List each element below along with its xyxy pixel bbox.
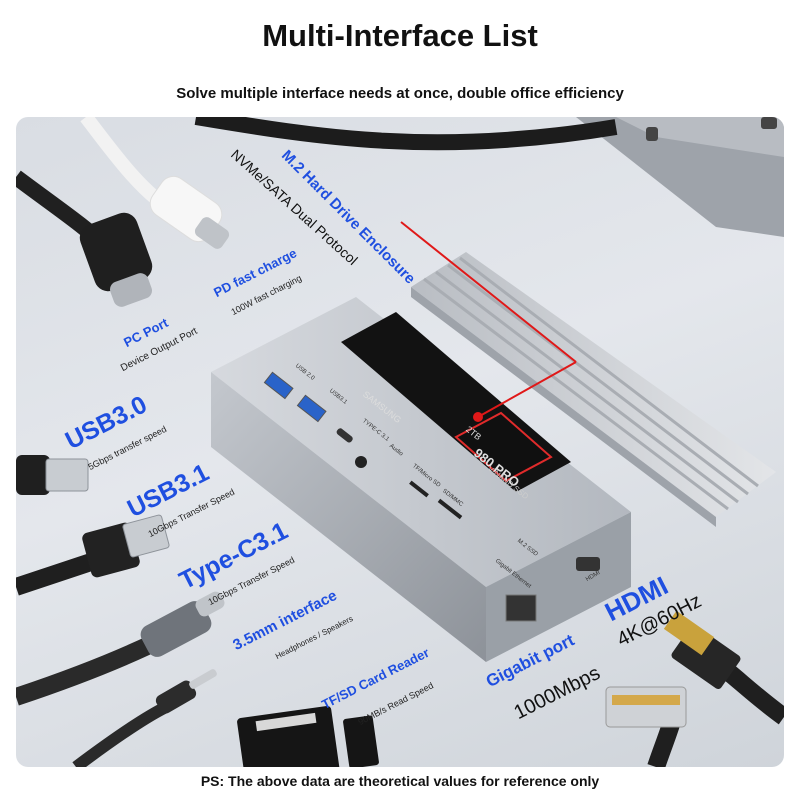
white-usbc-cable (80, 117, 230, 249)
hub-body (211, 297, 631, 662)
usba-cable-1 (16, 455, 89, 495)
product-image-panel: SAMSUNG 980 PRO 2TB V-NAND SSD USB 2.0 U… (16, 117, 784, 767)
ethernet-cable (605, 686, 687, 767)
audio-jack-cable (72, 669, 217, 767)
usbc-cable-grey (16, 591, 225, 706)
pointer-line (400, 221, 577, 363)
page-subtitle: Solve multiple interface needs at once, … (176, 85, 624, 102)
enclosure-lid (411, 252, 776, 527)
page-title: Multi-Interface List (262, 18, 538, 53)
usba-cable-2 (16, 514, 170, 596)
black-usbc-cable (16, 170, 153, 307)
product-illustration (16, 117, 784, 767)
footer-note: PS: The above data are theoretical value… (200, 773, 600, 789)
hdmi-cable (663, 610, 784, 725)
laptop (576, 117, 784, 237)
sd-card (237, 705, 379, 767)
laptop-cable (194, 117, 618, 151)
